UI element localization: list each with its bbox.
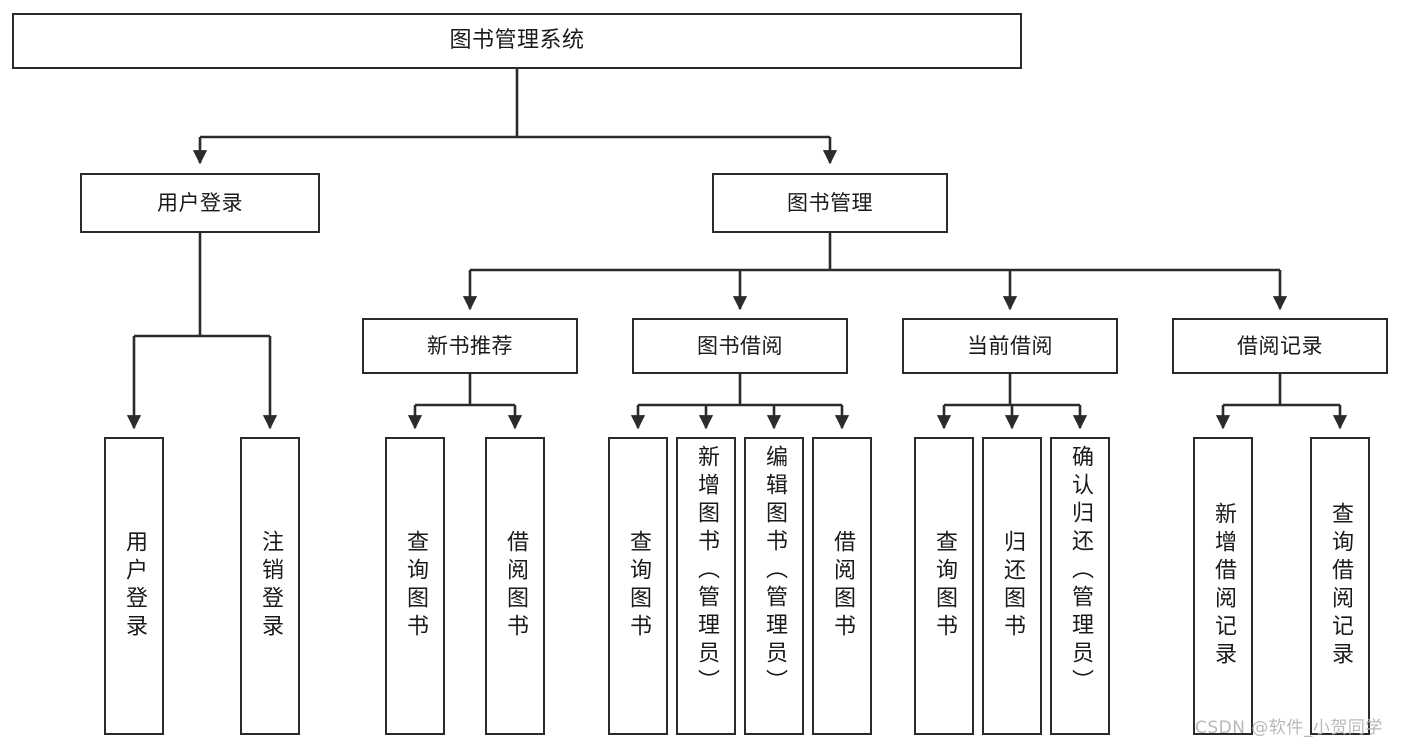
leaf-confirm-return-admin[interactable]: 确认归还（管理员）: [1050, 437, 1110, 735]
leaf-borrow-book-2-label: 借阅图书: [829, 530, 855, 642]
leaf-borrow-book-2[interactable]: 借阅图书: [812, 437, 872, 735]
node-root-label: 图书管理系统: [449, 28, 585, 54]
leaf-add-book-admin[interactable]: 新增图书（管理员）: [676, 437, 736, 735]
node-user-login[interactable]: 用户登录: [80, 173, 320, 233]
leaf-return-book-label: 归还图书: [999, 530, 1025, 642]
leaf-query-book-2-label: 查询图书: [625, 530, 651, 642]
leaf-add-borrow-record-label: 新增借阅记录: [1210, 502, 1236, 670]
leaf-query-borrow-record[interactable]: 查询借阅记录: [1310, 437, 1370, 735]
node-user-login-label: 用户登录: [157, 190, 243, 215]
leaf-query-book-1-label: 查询图书: [402, 530, 428, 642]
node-root[interactable]: 图书管理系统: [12, 13, 1022, 69]
leaf-edit-book-admin-label: 编辑图书（管理员）: [761, 445, 787, 697]
leaf-return-book[interactable]: 归还图书: [982, 437, 1042, 735]
leaf-confirm-return-admin-label: 确认归还（管理员）: [1067, 445, 1093, 697]
leaf-borrow-book-1[interactable]: 借阅图书: [485, 437, 545, 735]
leaf-borrow-book-1-label: 借阅图书: [502, 530, 528, 642]
node-new-book-recommend-label: 新书推荐: [427, 333, 513, 358]
csdn-watermark: CSDN @软件_小贺同学: [1195, 718, 1383, 738]
node-book-manage[interactable]: 图书管理: [712, 173, 948, 233]
leaf-add-borrow-record[interactable]: 新增借阅记录: [1193, 437, 1253, 735]
leaf-add-book-admin-label: 新增图书（管理员）: [693, 445, 719, 697]
node-new-book-recommend[interactable]: 新书推荐: [362, 318, 578, 374]
leaf-query-book-2[interactable]: 查询图书: [608, 437, 668, 735]
node-current-borrow[interactable]: 当前借阅: [902, 318, 1118, 374]
node-book-borrow-label: 图书借阅: [697, 333, 783, 358]
leaf-query-book-3[interactable]: 查询图书: [914, 437, 974, 735]
leaf-query-book-3-label: 查询图书: [931, 530, 957, 642]
node-borrow-record[interactable]: 借阅记录: [1172, 318, 1388, 374]
leaf-user-logout[interactable]: 注销登录: [240, 437, 300, 735]
leaf-user-login-label: 用户登录: [121, 530, 147, 642]
node-borrow-record-label: 借阅记录: [1237, 333, 1323, 358]
leaf-user-logout-label: 注销登录: [257, 530, 283, 642]
leaf-edit-book-admin[interactable]: 编辑图书（管理员）: [744, 437, 804, 735]
node-current-borrow-label: 当前借阅: [967, 333, 1053, 358]
leaf-user-login[interactable]: 用户登录: [104, 437, 164, 735]
node-book-borrow[interactable]: 图书借阅: [632, 318, 848, 374]
leaf-query-book-1[interactable]: 查询图书: [385, 437, 445, 735]
leaf-query-borrow-record-label: 查询借阅记录: [1327, 502, 1353, 670]
node-book-manage-label: 图书管理: [787, 190, 873, 215]
